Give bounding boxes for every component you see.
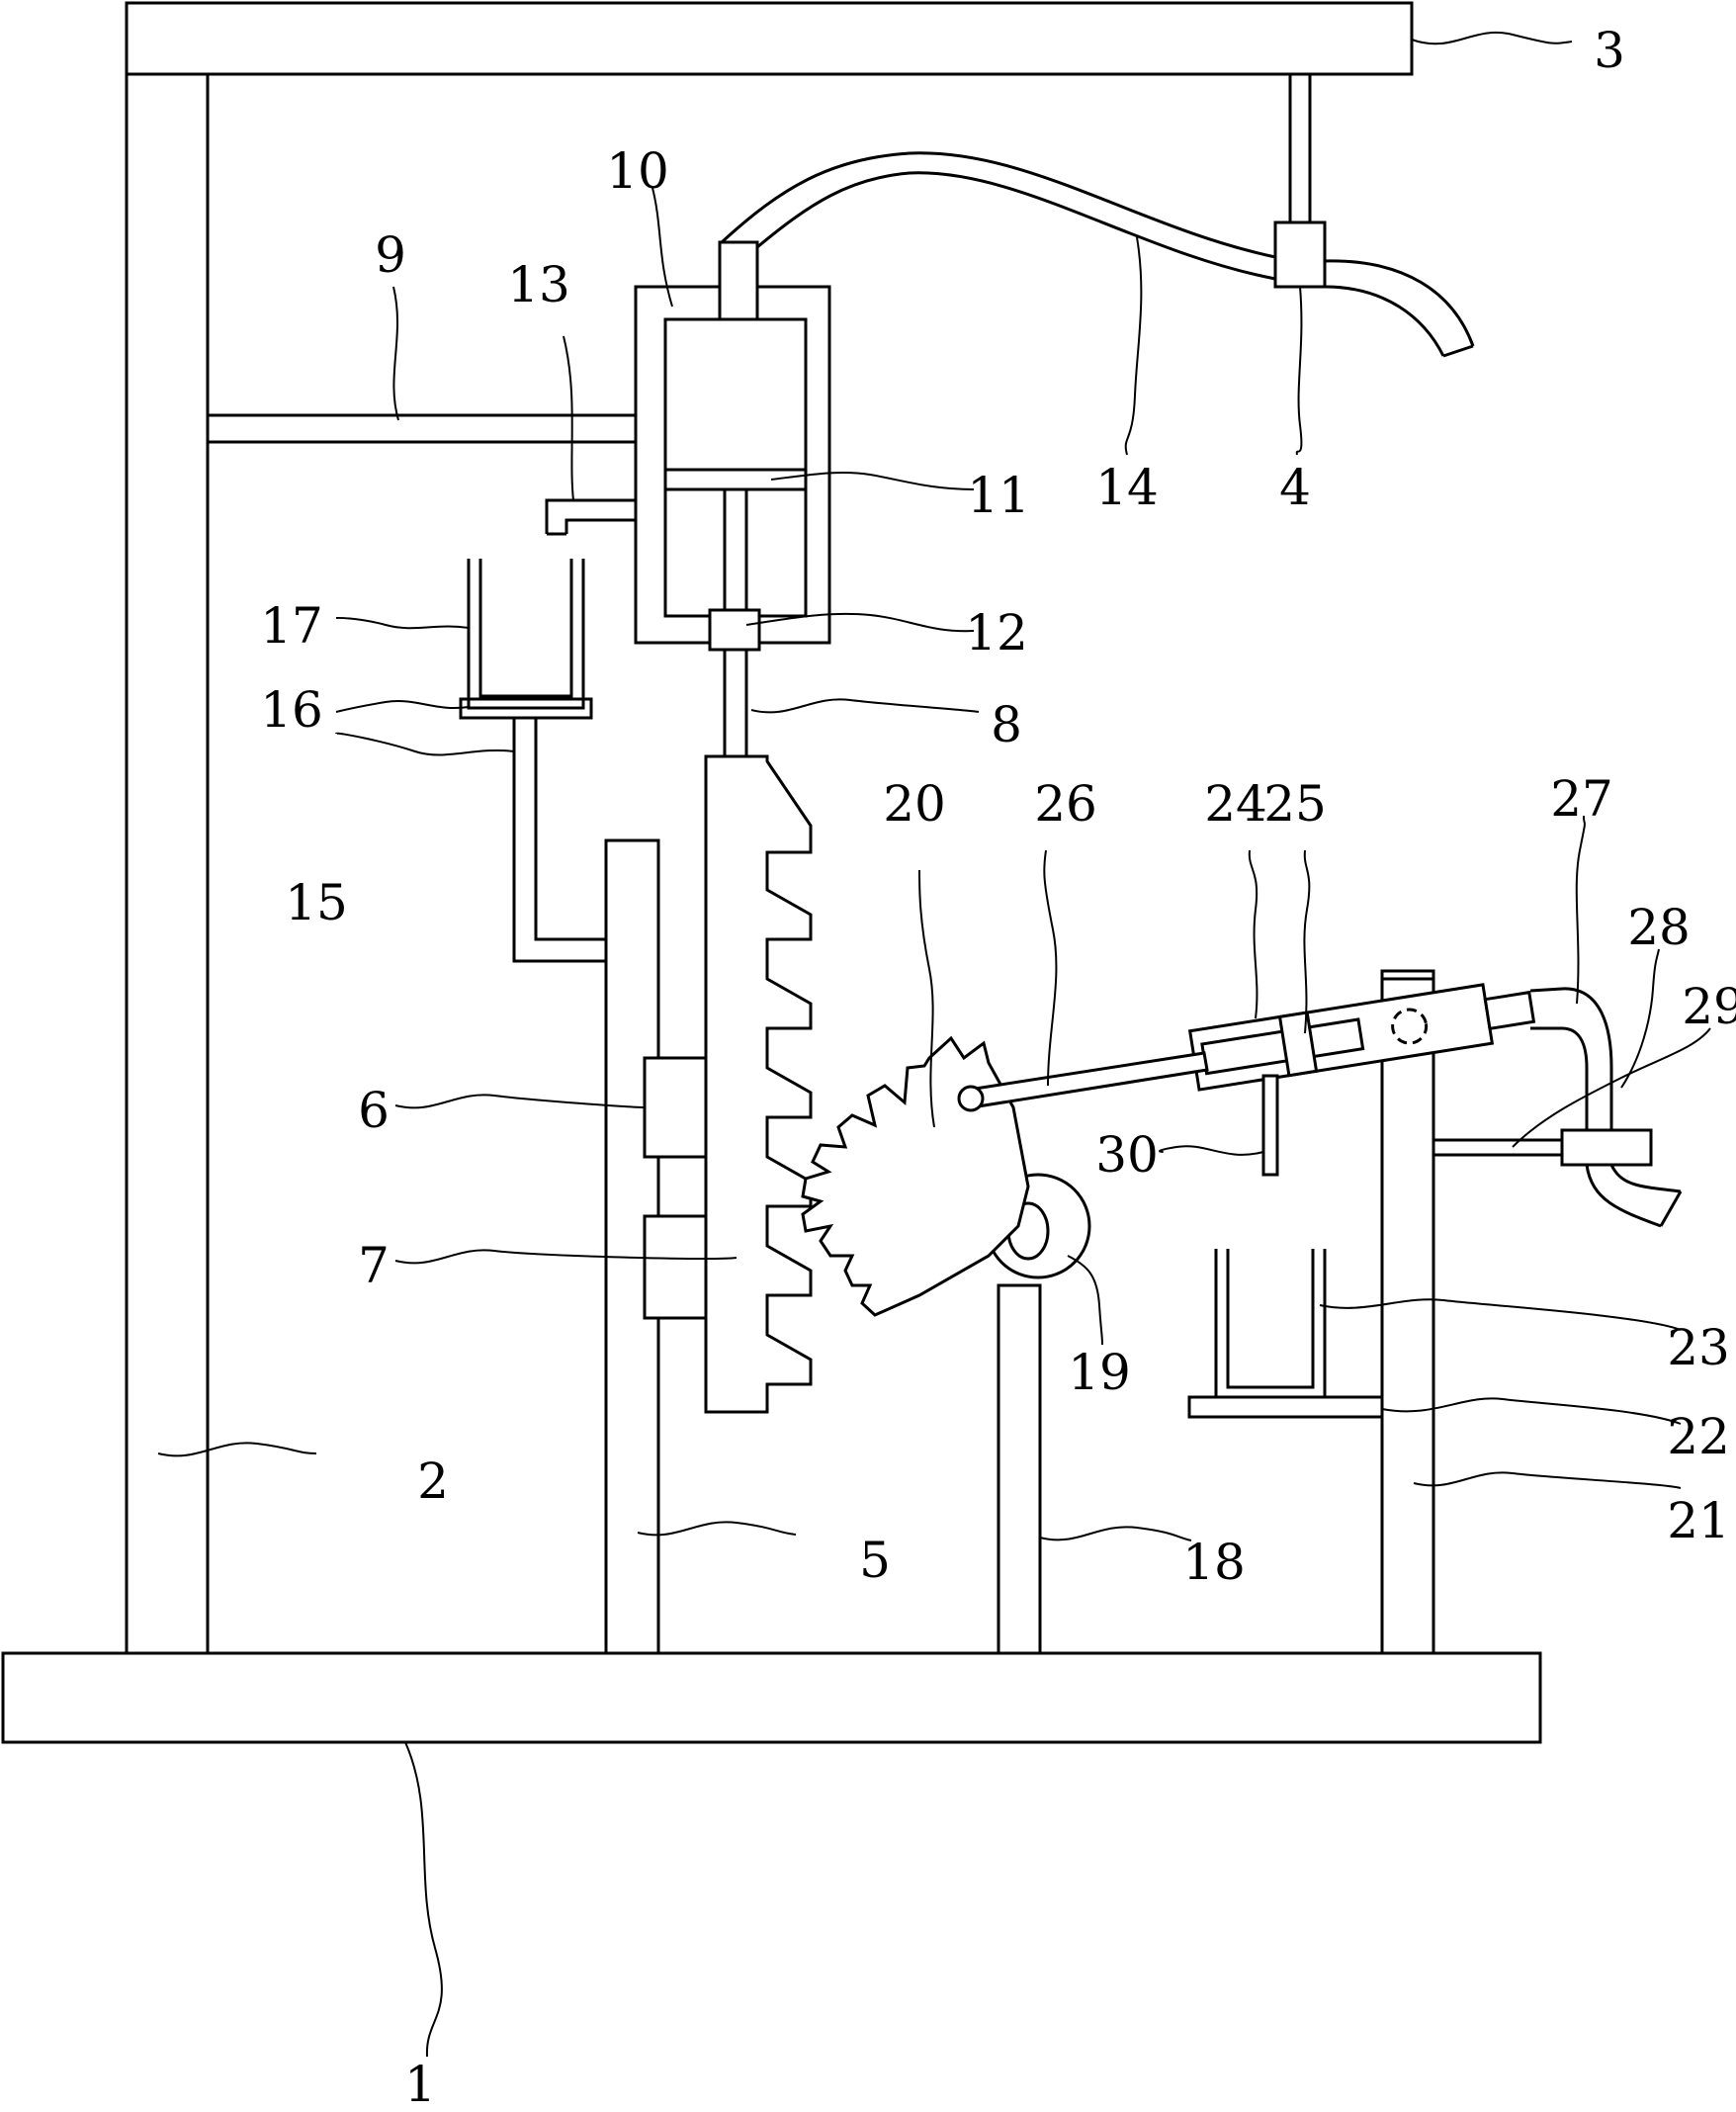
rod-seal-12	[708, 608, 761, 652]
label-20: 20	[883, 775, 946, 833]
label-12: 12	[965, 604, 1028, 661]
right-post-21	[1380, 969, 1435, 1655]
label-28: 28	[1627, 899, 1691, 956]
label-15: 15	[285, 874, 348, 931]
shelf-22	[1187, 1395, 1384, 1419]
sector-gear-20	[801, 1035, 1030, 1317]
label-5: 5	[859, 1532, 891, 1589]
piston-11	[663, 468, 808, 491]
label-27: 27	[1550, 770, 1613, 828]
hose-27	[1529, 987, 1683, 1228]
base-plate	[1, 1651, 1542, 1744]
rod-28	[1432, 1138, 1564, 1157]
label-13: 13	[507, 256, 570, 313]
container-23	[1214, 1249, 1327, 1397]
hose-14	[720, 151, 1475, 358]
label-6: 6	[358, 1082, 390, 1139]
label-2: 2	[417, 1452, 449, 1510]
label-9: 9	[375, 226, 406, 284]
cup-17	[467, 559, 585, 702]
label-4: 4	[1279, 459, 1311, 516]
label-16: 16	[260, 681, 323, 739]
label-17: 17	[260, 597, 323, 655]
label-7: 7	[358, 1237, 390, 1294]
outlet-pipe-13	[545, 498, 636, 536]
connecting-rod-26	[957, 1051, 1209, 1112]
support-post-18	[997, 1283, 1042, 1655]
top-beam	[125, 1, 1414, 76]
bracket-15	[512, 718, 606, 963]
piston-25	[1277, 1011, 1319, 1078]
label-23: 23	[1667, 1319, 1730, 1376]
slide-blocks-6	[643, 1056, 708, 1320]
label-19: 19	[1068, 1344, 1131, 1401]
label-24: 24	[1204, 775, 1267, 833]
label-18: 18	[1182, 1534, 1246, 1591]
label-30: 30	[1095, 1126, 1159, 1184]
label-25: 25	[1263, 775, 1327, 833]
support-rod-9	[206, 413, 638, 444]
label-14: 14	[1095, 459, 1159, 516]
cylinder-window	[1391, 1008, 1429, 1045]
label-21: 21	[1667, 1492, 1730, 1549]
hose-clamp-4	[1273, 72, 1327, 289]
rack-7	[704, 754, 813, 1414]
left-column	[125, 72, 210, 1655]
label-11: 11	[967, 467, 1030, 524]
label-22: 22	[1667, 1408, 1730, 1465]
stopper-30	[1261, 1074, 1279, 1177]
label-1: 1	[404, 2056, 436, 2112]
tilted-cylinder-24	[1187, 983, 1536, 1092]
label-3: 3	[1594, 22, 1625, 79]
label-26: 26	[1034, 775, 1097, 833]
leader-lines	[157, 31, 1711, 2058]
label-10: 10	[606, 142, 669, 200]
label-8: 8	[991, 696, 1022, 753]
label-29: 29	[1682, 978, 1736, 1035]
clamp-29	[1560, 1128, 1653, 1167]
